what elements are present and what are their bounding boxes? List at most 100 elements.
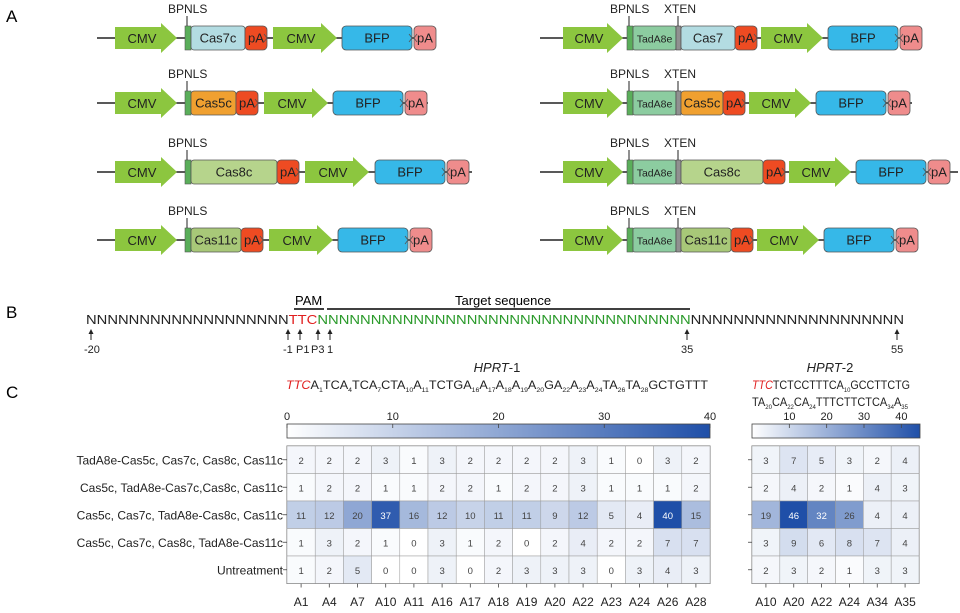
bpnls-block bbox=[626, 90, 634, 116]
cell-value: 0 bbox=[468, 566, 473, 577]
position-subscript: 22 bbox=[787, 404, 794, 411]
cell-value: 3 bbox=[580, 566, 585, 577]
cmv-promoter bbox=[789, 157, 851, 187]
pa-signal-notch bbox=[254, 98, 259, 108]
cell-value: 1 bbox=[411, 483, 416, 494]
gene-name: HPRT bbox=[807, 360, 843, 375]
heatmap-cell bbox=[596, 500, 626, 529]
sequence-segment: A bbox=[586, 378, 594, 392]
marker-arrow-head bbox=[285, 329, 291, 334]
position-label: -1 bbox=[283, 344, 293, 356]
cell-value: 2 bbox=[496, 456, 501, 467]
cell-value: 16 bbox=[409, 511, 420, 522]
pa-signal-label: pA bbox=[408, 96, 424, 111]
bfp-gene-notch bbox=[441, 167, 446, 177]
cell-value: 2 bbox=[693, 483, 698, 494]
pa-signal-notch bbox=[404, 98, 409, 108]
cell-value: 4 bbox=[637, 511, 642, 522]
position-subscript: 7 bbox=[377, 387, 381, 394]
cmv-promoter bbox=[563, 157, 623, 187]
pa-signal-notch bbox=[259, 235, 264, 245]
cell-value: 8 bbox=[847, 538, 852, 549]
bfp-gene-notch bbox=[894, 33, 899, 43]
row-label: TadA8e-Cas5c, Cas7c, Cas8c, Cas11c bbox=[76, 453, 283, 467]
bpnls-label: BPNLS bbox=[610, 136, 649, 150]
heatmap-cell bbox=[625, 555, 654, 584]
heatmap-cell bbox=[371, 473, 401, 502]
heatmap-cell bbox=[427, 445, 457, 474]
hprt2-title: HPRT-2 bbox=[807, 360, 854, 375]
cell-value: 3 bbox=[439, 456, 444, 467]
cell-value: 11 bbox=[296, 511, 306, 522]
heatmap-cell bbox=[314, 500, 344, 529]
cell-value: 3 bbox=[847, 456, 852, 467]
bfp-gene-notch bbox=[882, 98, 887, 108]
sequence-segment: A bbox=[512, 378, 520, 392]
cell-value: 2 bbox=[355, 538, 360, 549]
colorbar bbox=[751, 423, 921, 439]
cell-value: 3 bbox=[902, 483, 907, 494]
heatmap-cell bbox=[807, 473, 836, 502]
cell-value: 7 bbox=[665, 538, 670, 549]
heatmap-cell bbox=[399, 528, 429, 557]
column-label: A34 bbox=[867, 595, 889, 609]
column-label: A10 bbox=[375, 595, 397, 609]
colorbar-tick-label: 20 bbox=[821, 411, 833, 423]
marker-arrow-head bbox=[315, 329, 321, 334]
heatmap-cell bbox=[371, 500, 401, 529]
bpnls-label: BPNLS bbox=[168, 136, 207, 150]
cell-value: 3 bbox=[791, 566, 796, 577]
bpnls-block bbox=[184, 159, 192, 185]
heatmap-cell bbox=[343, 555, 372, 584]
pa-signal-label: pA bbox=[280, 165, 296, 180]
bfp-gene-label: BFP bbox=[878, 165, 903, 180]
cmv-label: CMV bbox=[278, 96, 307, 111]
row-label: Cas5c, Cas7c, TadA8e-Cas8c, Cas11c bbox=[77, 508, 283, 522]
row-label: Cas5c, Cas7c, Cas8c, TadA8e-Cas11c bbox=[77, 536, 283, 550]
colorbar-tick-label: 0 bbox=[284, 411, 290, 423]
cell-value: 2 bbox=[468, 456, 473, 467]
heatmap-cell bbox=[484, 555, 513, 584]
pa-signal-label: pA bbox=[931, 165, 947, 180]
heatmap-cell bbox=[653, 445, 683, 474]
pa-signal-label: pA bbox=[413, 233, 429, 248]
heatmap-cell bbox=[653, 555, 683, 584]
cell-value: 3 bbox=[524, 566, 529, 577]
sequence-segment: GCTGTTT bbox=[648, 378, 708, 392]
cell-value: 3 bbox=[763, 456, 768, 467]
column-label: A16 bbox=[431, 595, 453, 609]
cell-value: 3 bbox=[439, 538, 444, 549]
heatmap-cell bbox=[681, 555, 711, 584]
bfp-gene-label: BFP bbox=[364, 31, 389, 46]
pa-signal-label: pA bbox=[738, 31, 754, 46]
heatmap-cell bbox=[681, 473, 711, 502]
cell-value: 2 bbox=[327, 566, 332, 577]
position-subscript: 16 bbox=[472, 387, 480, 394]
position-subscript: 10 bbox=[844, 387, 851, 394]
cmv-label: CMV bbox=[802, 165, 831, 180]
position-label: 35 bbox=[681, 344, 693, 356]
pa-signal-label: pA bbox=[899, 233, 915, 248]
column-label: A20 bbox=[544, 595, 566, 609]
heatmap-cell bbox=[890, 500, 920, 529]
cmv-promoter bbox=[269, 225, 333, 255]
column-label: A10 bbox=[755, 595, 777, 609]
position-subscript: 11 bbox=[422, 387, 430, 394]
cell-value: 3 bbox=[763, 538, 768, 549]
heatmap-cell bbox=[314, 445, 344, 474]
heatmap-cell bbox=[484, 500, 513, 529]
bpnls-label: BPNLS bbox=[168, 204, 207, 218]
cell-value: 2 bbox=[819, 566, 824, 577]
cell-value: 0 bbox=[524, 538, 529, 549]
cell-value: 2 bbox=[552, 538, 557, 549]
heatmap-cell bbox=[540, 528, 570, 557]
heatmap-cell bbox=[835, 473, 864, 502]
cmv-label: CMV bbox=[575, 165, 604, 180]
heatmap-cell bbox=[863, 500, 892, 529]
cell-value: 2 bbox=[552, 483, 557, 494]
